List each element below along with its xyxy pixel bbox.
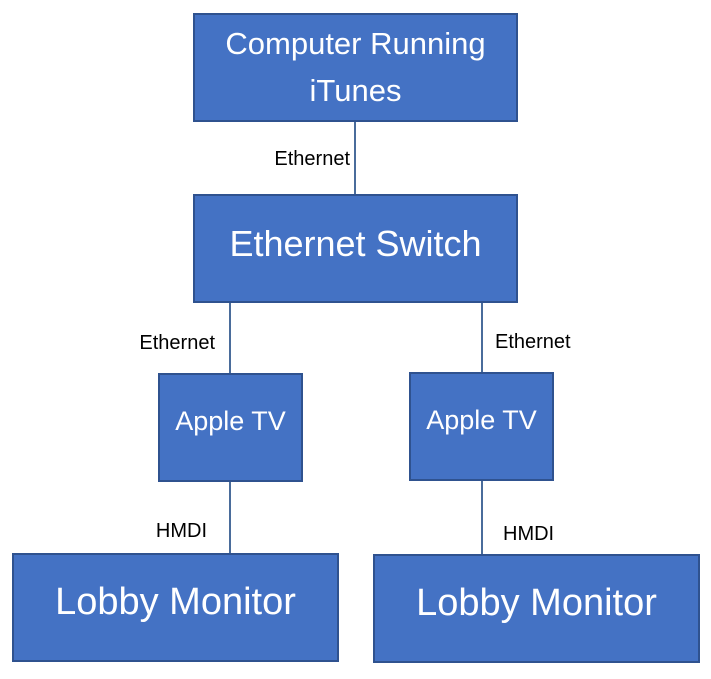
- node-lobby-monitor-left: Lobby Monitor: [12, 553, 339, 662]
- connector-appletv-right-to-lobby-right: [481, 481, 483, 554]
- edge-label-ethernet-left: Ethernet: [139, 332, 215, 354]
- connector-appletv-left-to-lobby-left: [229, 482, 231, 553]
- edge-label-ethernet-top: Ethernet: [274, 148, 350, 170]
- connector-switch-to-appletv-right: [481, 303, 483, 372]
- node-computer-running-itunes: Computer Running iTunes: [193, 13, 518, 122]
- node-lobby-monitor-right: Lobby Monitor: [373, 554, 700, 663]
- edge-label-hmdi-right: HMDI: [503, 523, 555, 545]
- node-ethernet-switch: Ethernet Switch: [193, 194, 518, 303]
- connector-switch-to-appletv-left: [229, 303, 231, 373]
- connector-computer-to-switch: [354, 122, 356, 194]
- node-apple-tv-right: Apple TV: [409, 372, 554, 481]
- edge-label-hmdi-left: HMDI: [155, 520, 207, 542]
- edge-label-ethernet-right: Ethernet: [495, 331, 571, 353]
- node-apple-tv-left: Apple TV: [158, 373, 303, 482]
